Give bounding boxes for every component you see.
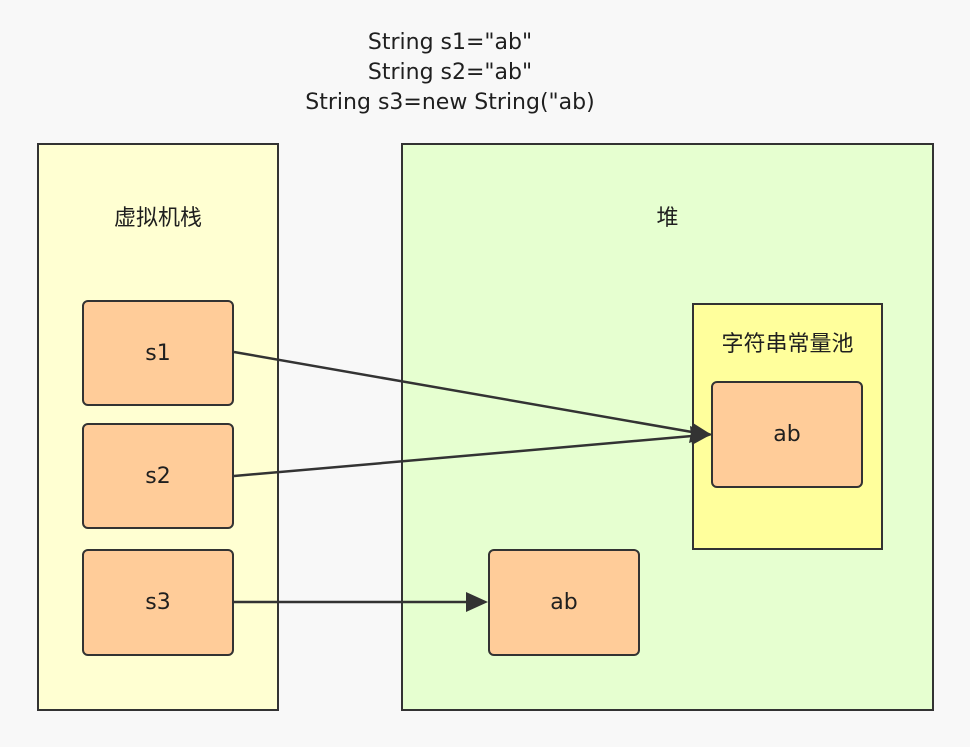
stack-var-s2: s2 — [82, 423, 234, 529]
code-line-1: String s1="ab" — [367, 30, 533, 55]
pool-string-object: ab — [711, 381, 863, 488]
arrowhead-s2 — [690, 426, 712, 445]
heap-string-object: ab — [488, 549, 640, 656]
arrowhead-s3 — [466, 592, 488, 612]
code-line-2: String s2="ab" — [367, 60, 533, 85]
heap-label: 堆 — [656, 206, 679, 231]
code-line-3: String s3=new String("ab) — [305, 90, 595, 115]
string-constant-pool-label: 字符串常量池 — [721, 332, 854, 357]
stack-var-s3: s3 — [82, 549, 234, 656]
arrow-s2-to-pool — [233, 434, 693, 478]
stack-var-s1: s1 — [82, 300, 234, 406]
code-caption: String s1="ab" String s2="ab" String s3=… — [0, 28, 900, 118]
jvm-stack-label: 虚拟机栈 — [113, 206, 202, 231]
arrow-s1-to-pool — [233, 350, 693, 434]
